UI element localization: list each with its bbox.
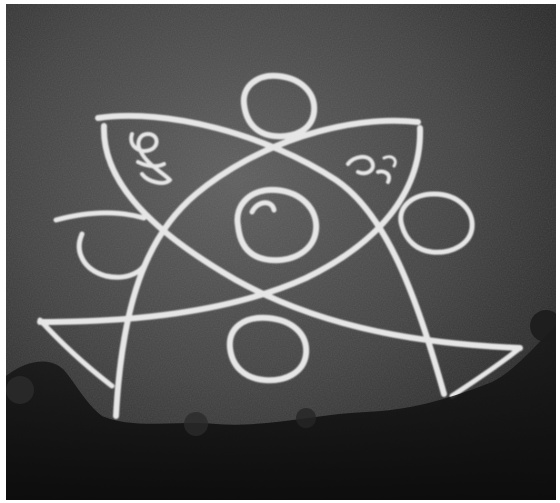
chalkboard-photo — [6, 4, 556, 500]
